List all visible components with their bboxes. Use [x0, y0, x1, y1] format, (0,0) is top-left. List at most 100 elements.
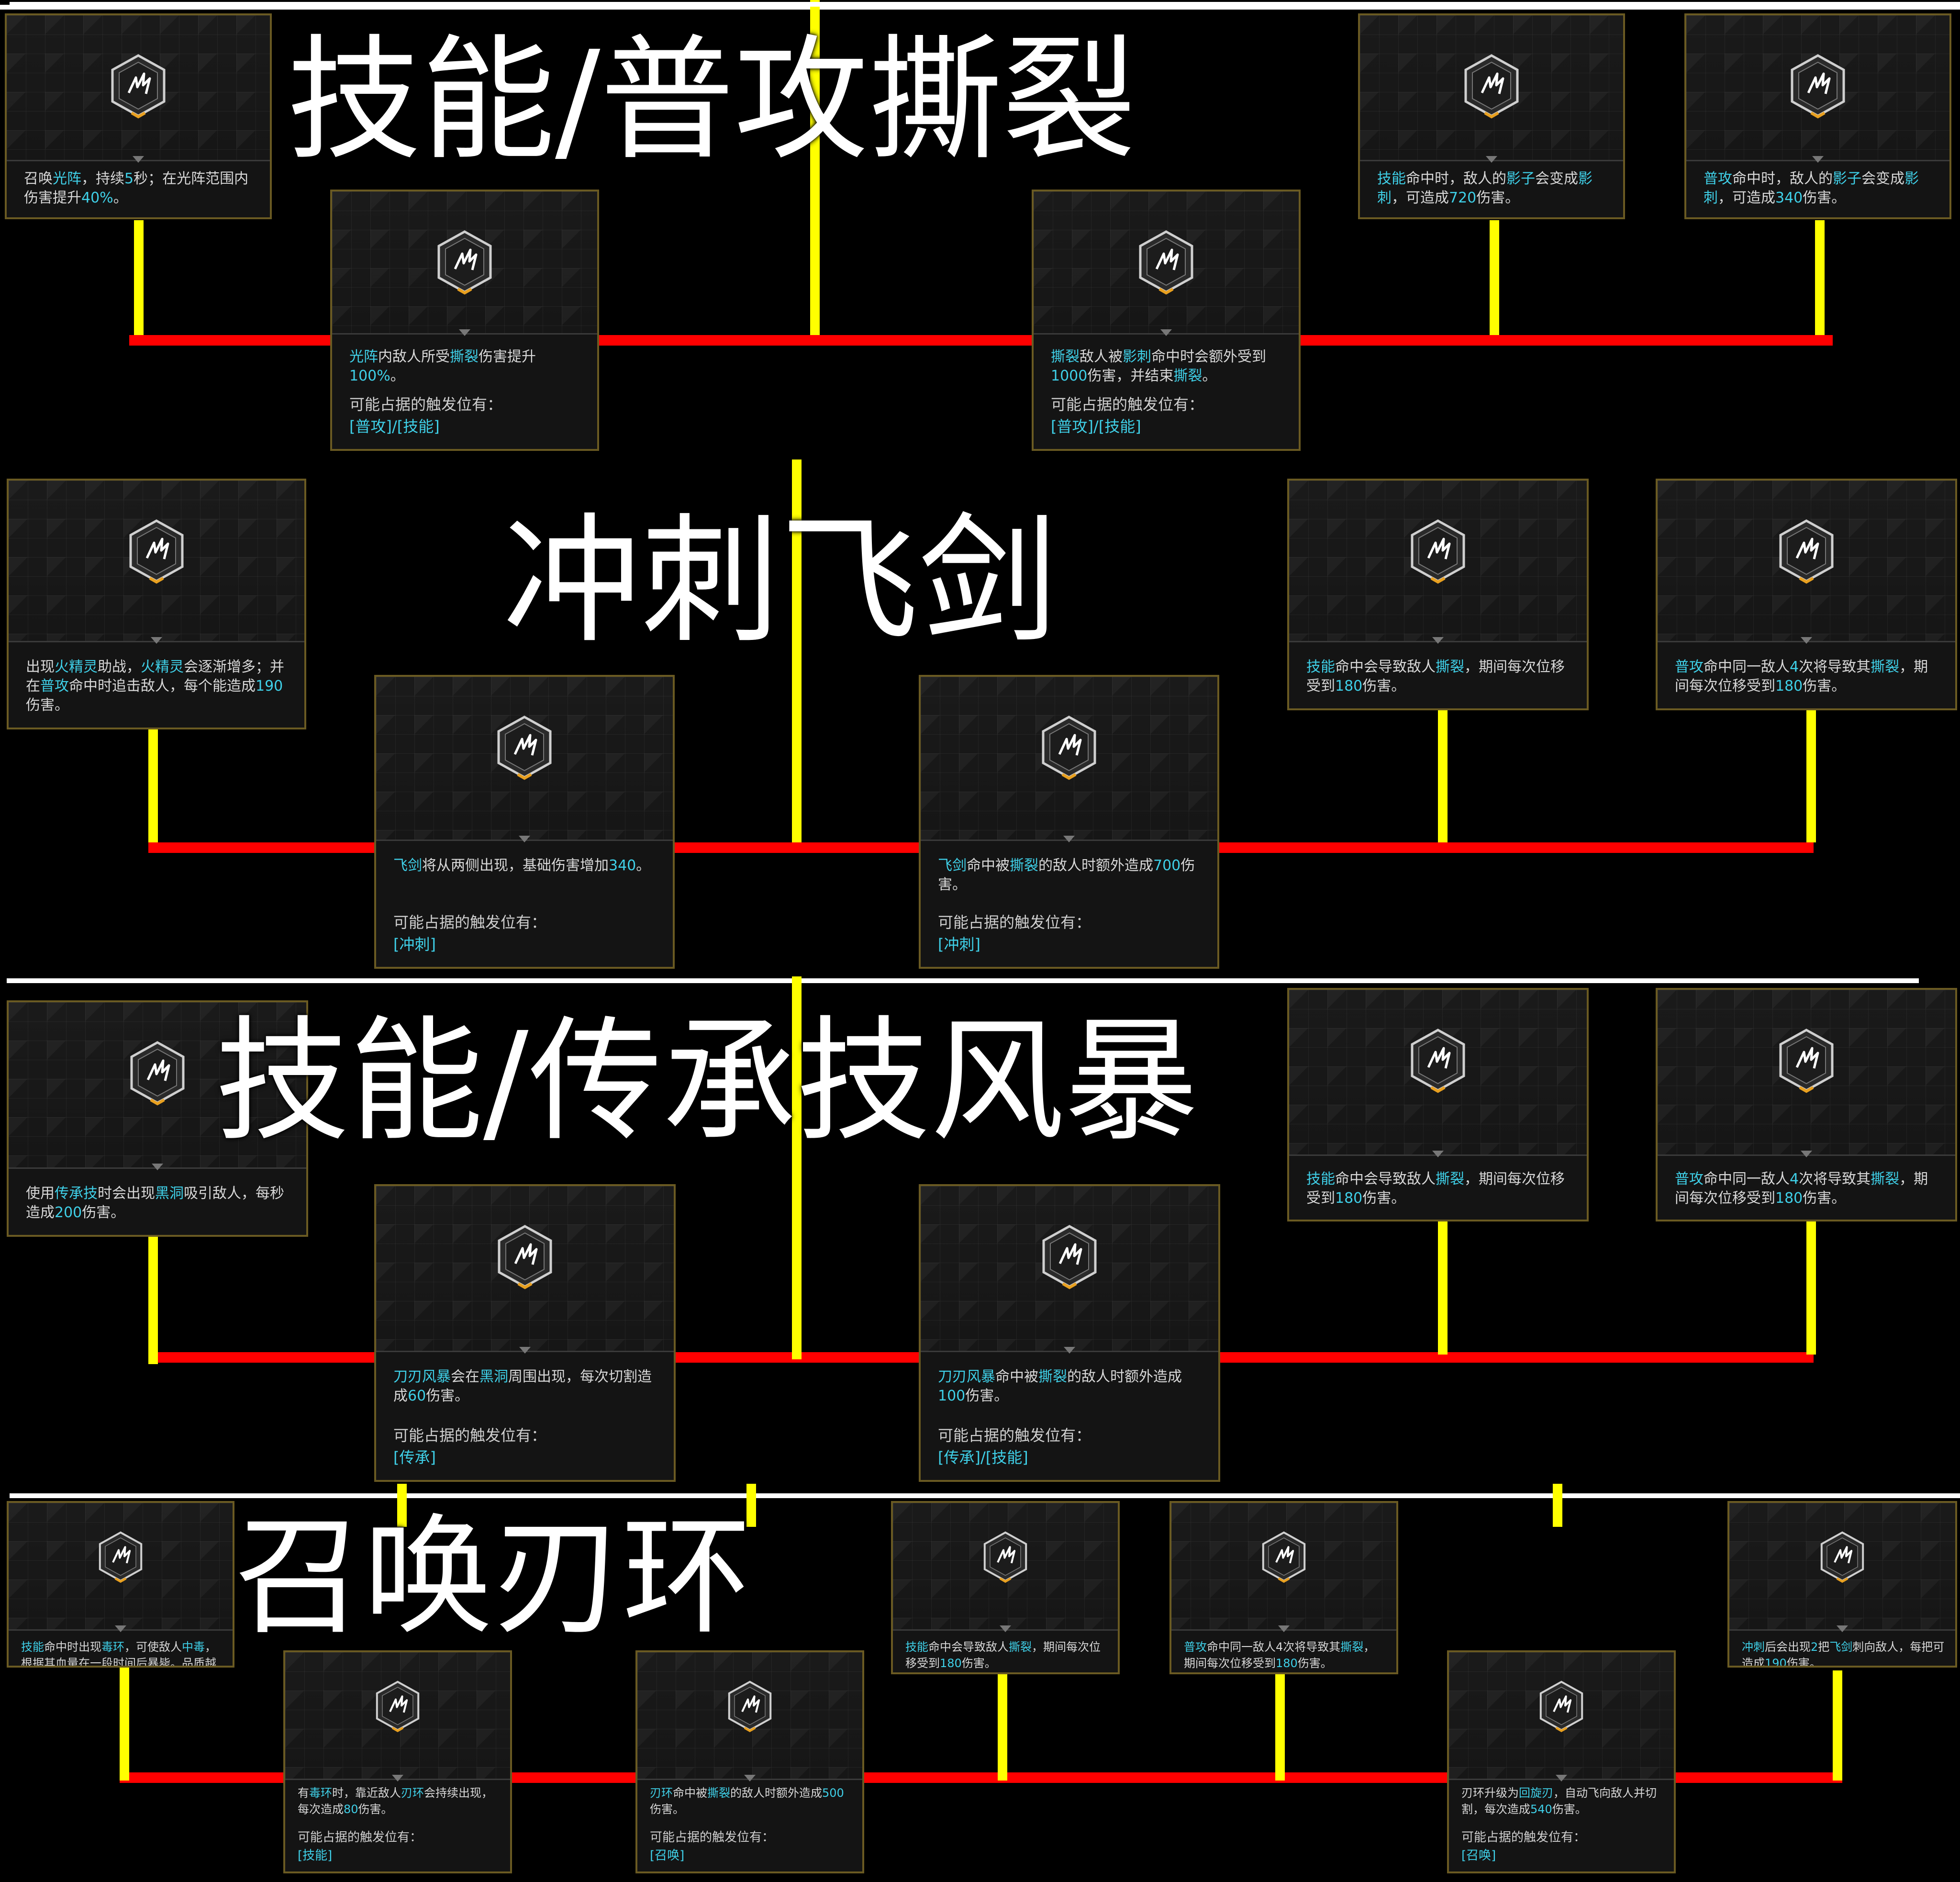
description-text: 吸引敌人，每秒造成 — [26, 1185, 284, 1221]
highlight-term: 刃环 — [650, 1786, 673, 1800]
talent-icon — [1463, 54, 1520, 119]
talent-description: 普攻命中同一敌人4次将导致其撕裂，期间每次位移受到180伤害。 — [1184, 1639, 1386, 1671]
trigger-slots: 可能占据的触发位有：[冲刺] — [938, 911, 1203, 955]
talent-card[interactable]: 普攻命中同一敌人4次将导致其撕裂，期间每次位移受到180伤害。 — [1656, 988, 1957, 1221]
talent-description: 技能命中会导致敌人撕裂，期间每次位移受到180伤害。 — [905, 1639, 1107, 1671]
trigger-value: [冲刺] — [938, 935, 980, 953]
highlight-term: 技能 — [21, 1640, 44, 1654]
connector-yellow — [792, 459, 802, 842]
highlight-term: 1000 — [1051, 368, 1088, 384]
description-text: 命中时出现 — [44, 1640, 101, 1654]
highlight-term: 光阵 — [53, 170, 81, 187]
description-text: 伤害。 — [426, 1388, 469, 1404]
talent-card[interactable]: 刀刃风暴会在黑洞周围出现，每次切割造成60伤害。可能占据的触发位有：[传承] — [374, 1184, 676, 1482]
trigger-slots: 可能占据的触发位有：[传承] — [393, 1424, 659, 1468]
talent-card[interactable]: 飞剑命中被撕裂的敌人时额外造成700伤害。可能占据的触发位有：[冲刺] — [919, 675, 1219, 969]
talent-card[interactable]: 召唤光阵，持续5秒；在光阵范围内伤害提升40%。 — [5, 13, 272, 219]
talent-description: 撕裂敌人被影刺命中时会额外受到1000伤害，并结束撕裂。 — [1051, 347, 1284, 386]
talent-card[interactable]: 使用传承技时会出现黑洞吸引敌人，每秒造成200伤害。 — [7, 1000, 308, 1237]
talent-card[interactable]: 普攻命中同一敌人4次将导致其撕裂，期间每次位移受到180伤害。 — [1169, 1501, 1398, 1674]
description-text: 伤害。 — [1362, 678, 1406, 695]
highlight-term: 毒环 — [101, 1640, 124, 1654]
talent-card[interactable]: 冲刺后会出现2把飞剑刺向敌人，每把可造成190伤害。 — [1727, 1501, 1957, 1668]
description-text: 伤害。 — [1803, 1190, 1846, 1207]
section-divider — [0, 5, 1960, 10]
talent-card[interactable]: 普攻命中时，敌人的影子会变成影刺，可造成340伤害。 — [1684, 13, 1951, 219]
description-text: 的敌人时额外造成 — [1067, 1368, 1182, 1385]
highlight-term: 刀刃风暴 — [938, 1368, 995, 1385]
talent-card[interactable]: 刀刃风暴命中被撕裂的敌人时额外造成100伤害。可能占据的触发位有：[传承]/[技… — [919, 1184, 1220, 1482]
description-text: 伤害，并结束 — [1087, 368, 1174, 384]
description-text: 。 — [113, 190, 128, 206]
notch-icon — [1556, 1775, 1567, 1781]
talent-card[interactable]: 有毒环时，靠近敌人刃环会持续出现，每次造成80伤害。可能占据的触发位有：[技能] — [283, 1650, 512, 1873]
talent-icon — [1137, 230, 1195, 295]
description-text: 将从两侧出现，基础伤害增加 — [422, 857, 609, 874]
talent-card[interactable]: 出现火精灵助战，火精灵会逐渐增多；并在普攻命中时追击敌人，每个能造成190伤害。 — [7, 479, 306, 729]
description-text: 周围出现，每次切割造成 — [393, 1368, 652, 1404]
notch-icon — [1063, 836, 1075, 842]
description-text: 使用 — [26, 1185, 55, 1202]
connector-yellow — [1806, 1211, 1816, 1355]
talent-icon — [496, 715, 553, 780]
trigger-slots: 可能占据的触发位有：[召唤] — [1461, 1828, 1663, 1865]
trigger-label: 可能占据的触发位有： — [1461, 1830, 1586, 1845]
talent-icon — [1789, 54, 1847, 119]
talent-card[interactable]: 光阵内敌人所受撕裂伤害提升100%。可能占据的触发位有：[普攻]/[技能] — [330, 190, 599, 451]
talent-description: 技能命中会导致敌人撕裂，期间每次位移受到180伤害。 — [1306, 658, 1572, 696]
connector-yellow — [810, 0, 820, 335]
trigger-slots: 可能占据的触发位有：[普攻]/[技能] — [349, 393, 583, 437]
talent-card[interactable]: 撕裂敌人被影刺命中时会额外受到1000伤害，并结束撕裂。可能占据的触发位有：[普… — [1032, 190, 1301, 451]
trigger-value: [普攻]/[技能] — [349, 417, 440, 436]
description-text: ，期间每次位移受到 — [1184, 1640, 1375, 1670]
connector-yellow — [1438, 708, 1448, 842]
section-divider — [10, 1493, 1960, 1498]
trigger-label: 可能占据的触发位有： — [1051, 395, 1204, 414]
talent-description: 普攻命中同一敌人4次将导致其撕裂，期间每次位移受到180伤害。 — [1675, 1170, 1941, 1208]
connector-yellow — [120, 1661, 129, 1781]
talent-card[interactable]: 技能命中会导致敌人撕裂，期间每次位移受到180伤害。 — [1287, 988, 1589, 1221]
description-text: 命中会导致敌人 — [1335, 1171, 1436, 1187]
highlight-term: 影刺 — [1377, 170, 1592, 206]
description-text: 时会出现 — [98, 1185, 155, 1202]
trigger-label: 可能占据的触发位有： — [393, 1426, 547, 1445]
description-text: ，期间每次位移受到 — [905, 1640, 1101, 1670]
section-title: 技能/传承技风暴 — [215, 1004, 1199, 1160]
connector-yellow — [148, 1225, 158, 1364]
talent-card[interactable]: 刃环升级为回旋刃，自动飞向敌人并切割，每次造成540伤害。可能占据的触发位有：[… — [1447, 1650, 1676, 1873]
highlight-term: 传承技 — [55, 1185, 98, 1202]
talent-description: 飞剑将从两侧出现，基础伤害增加340。 — [393, 856, 658, 875]
highlight-term: 190 — [256, 678, 283, 695]
talent-card[interactable]: 普攻命中同一敌人4次将导致其撕裂，期间每次位移受到180伤害。 — [1656, 479, 1957, 710]
talent-icon — [1778, 1028, 1835, 1093]
highlight-term: 回旋刃 — [1519, 1786, 1553, 1800]
talent-description: 刃环命中被撕裂的敌人时额外造成500伤害。 — [650, 1785, 852, 1817]
description-text: 伤害。 — [1476, 190, 1520, 206]
connector-yellow — [998, 1670, 1007, 1781]
highlight-term: 刃环 — [401, 1786, 424, 1800]
description-text: 伤害。 — [961, 1657, 996, 1670]
description-text: 。 — [1202, 368, 1217, 384]
talent-card[interactable]: 刃环命中被撕裂的敌人时额外造成500伤害。可能占据的触发位有：[召唤] — [635, 1650, 864, 1873]
description-text: 。 — [390, 368, 405, 384]
highlight-term: 撕裂 — [1051, 348, 1080, 365]
talent-card[interactable]: 技能命中时出现毒环，可使敌人中毒，根据其血量在一段时间后暴毙。品质越高时间越短。 — [7, 1501, 234, 1668]
notch-icon — [1801, 1151, 1812, 1157]
talent-card[interactable]: 技能命中时，敌人的影子会变成影刺，可造成720伤害。 — [1358, 13, 1625, 219]
highlight-term: 刀刃风暴 — [393, 1368, 451, 1385]
highlight-term: 500 — [822, 1786, 844, 1800]
notch-icon — [519, 1347, 531, 1354]
talent-card[interactable]: 技能命中会导致敌人撕裂，期间每次位移受到180伤害。 — [1287, 479, 1589, 710]
description-text: 伤害提升 — [479, 348, 536, 365]
trigger-label: 可能占据的触发位有： — [938, 1426, 1091, 1445]
description-text: 命中会导致敌人 — [928, 1640, 1009, 1654]
description-text: 内敌人所受 — [378, 348, 450, 365]
highlight-term: 影子 — [1833, 170, 1861, 187]
talent-card[interactable]: 飞剑将从两侧出现，基础伤害增加340。可能占据的触发位有：[冲刺] — [374, 675, 675, 969]
highlight-term: 影刺 — [1704, 170, 1919, 206]
talent-card[interactable]: 技能命中会导致敌人撕裂，期间每次位移受到180伤害。 — [891, 1501, 1120, 1674]
talent-icon — [98, 1531, 144, 1583]
highlight-term: 普攻 — [1704, 170, 1732, 187]
description-text: 秒；在光阵范围内伤害提升 — [24, 170, 249, 206]
description-text: 伤害。 — [938, 857, 1195, 893]
